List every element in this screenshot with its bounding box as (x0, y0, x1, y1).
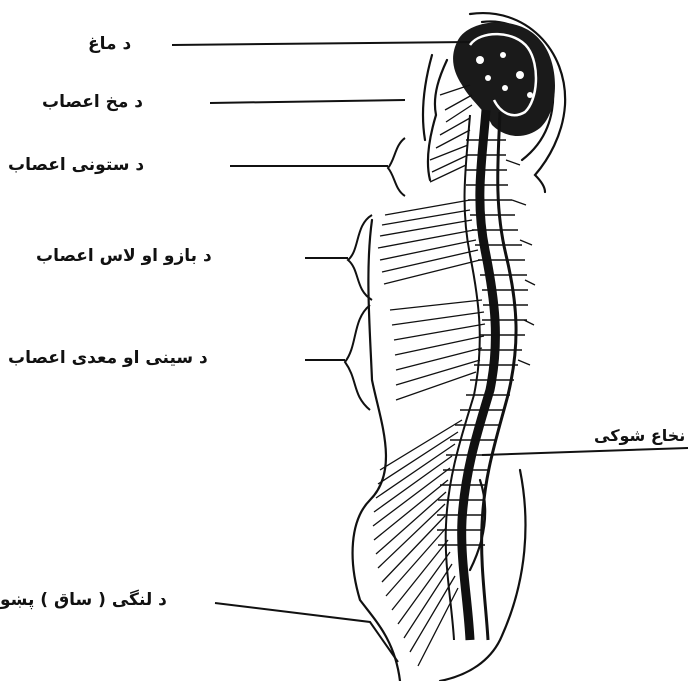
brace-marks (345, 138, 405, 410)
spinal-column (446, 110, 516, 640)
label-brain-nerves: د مخ اعصاب (42, 94, 143, 111)
label-spinal-cord: نخاع شوکی (594, 428, 685, 444)
leader-brain-nerves (210, 100, 405, 103)
leader-spinal-cord (482, 448, 688, 455)
label-arm-nerves: د بازو او لاس اعصاب (36, 248, 212, 265)
label-leg-nerves: د لنگی ( ساق ) پښو (0, 592, 167, 609)
leader-brain (172, 42, 470, 45)
label-brain: د ماغ (88, 36, 131, 53)
label-chest-abdomen-nerves: د سینی او معدی اعصاب (8, 350, 208, 367)
label-neck-nerves: د ستونی اعصاب (8, 157, 144, 174)
